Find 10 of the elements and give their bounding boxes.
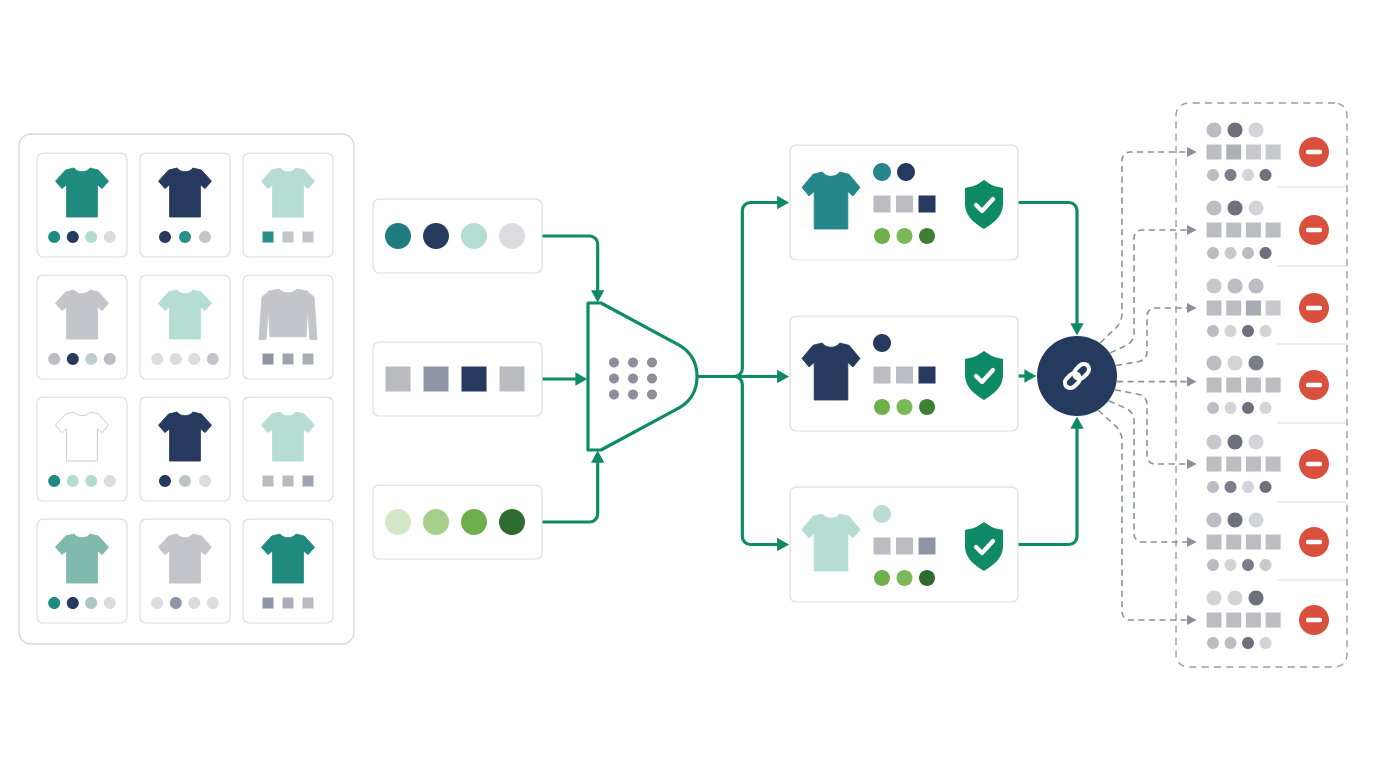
swatch-grid xyxy=(1206,278,1281,337)
swatch-grid xyxy=(1206,122,1281,181)
link-circle xyxy=(1037,336,1117,416)
swatch-grid xyxy=(1206,355,1281,414)
swatch-grid xyxy=(1206,512,1281,571)
funnel-shape xyxy=(586,301,699,452)
swatch-grid xyxy=(1206,434,1281,493)
swatch-grid xyxy=(1206,200,1281,259)
dashed-panel xyxy=(1175,102,1348,668)
swatch-grid xyxy=(1206,590,1281,649)
